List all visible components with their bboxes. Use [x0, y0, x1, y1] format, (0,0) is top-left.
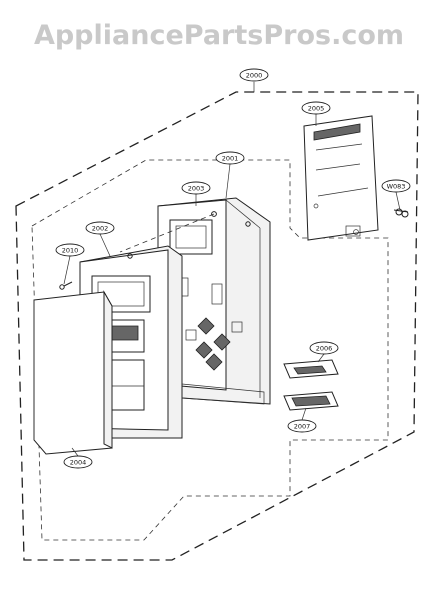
- label-2004: 2004: [63, 455, 93, 469]
- label-2005: 2005: [301, 101, 331, 115]
- label-w083: W083: [381, 179, 411, 193]
- label-2010: 2010: [55, 243, 85, 257]
- svg-text:2000: 2000: [246, 72, 263, 80]
- svg-text:2005: 2005: [308, 105, 325, 113]
- bracket: [119, 197, 271, 405]
- door-cover: [33, 290, 113, 455]
- label-2006: 2006: [309, 341, 339, 355]
- frame-boundary: [31, 159, 389, 541]
- label-2003: 2003: [181, 181, 211, 195]
- svg-text:2004: 2004: [70, 459, 87, 467]
- assembly-boundary: [15, 91, 419, 561]
- svg-text:W083: W083: [387, 183, 406, 191]
- screw-set: [393, 208, 409, 218]
- watermark-text: AppliancePartsPros.com: [34, 20, 404, 51]
- label-2002: 2002: [85, 221, 115, 235]
- svg-text:2007: 2007: [294, 423, 311, 431]
- svg-text:2002: 2002: [92, 225, 109, 233]
- svg-text:2010: 2010: [62, 247, 79, 255]
- svg-text:2006: 2006: [316, 345, 333, 353]
- label-2001: 2001: [215, 151, 245, 165]
- label-2007: 2007: [287, 419, 317, 433]
- svg-text:2001: 2001: [222, 155, 239, 163]
- screw-2010: [59, 281, 73, 290]
- label-2000: 2000: [239, 68, 269, 82]
- pcb-board: [303, 115, 379, 241]
- svg-text:2003: 2003: [188, 185, 205, 193]
